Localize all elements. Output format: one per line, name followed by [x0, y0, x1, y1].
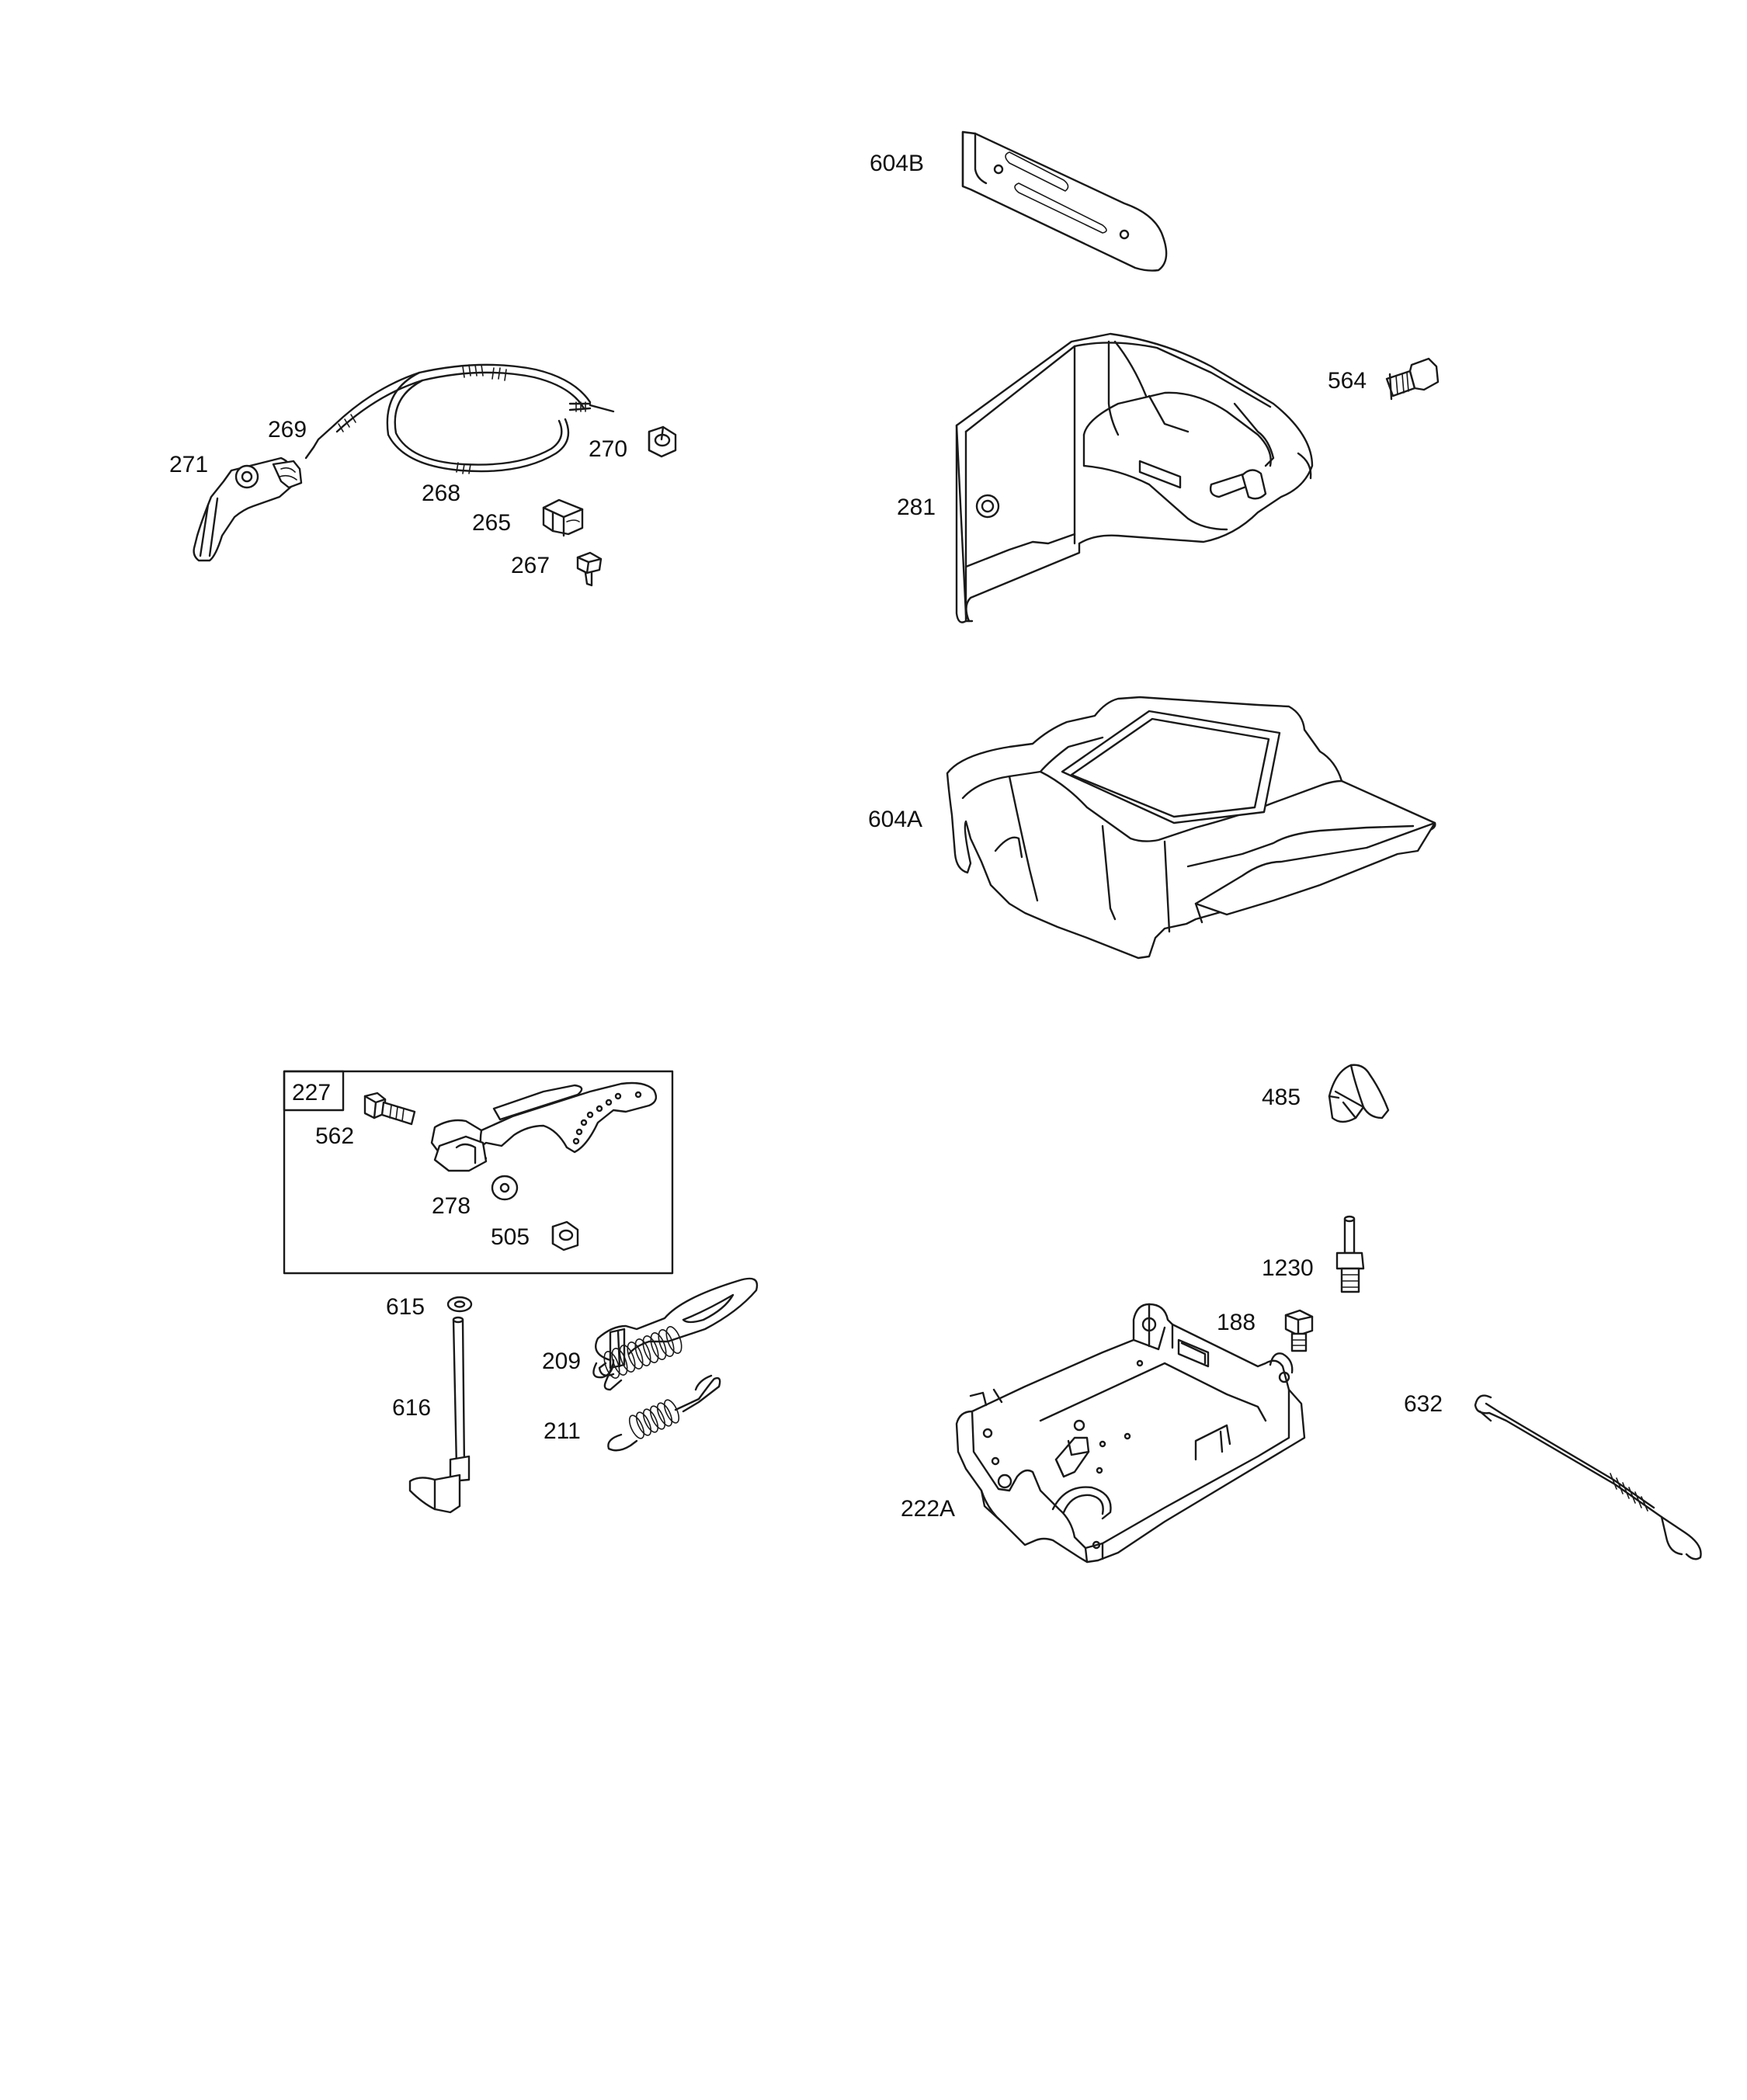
governor-spring-211-icon[interactable] — [607, 1374, 721, 1452]
bolt-icon[interactable] — [363, 1092, 416, 1126]
callout-265: 265 — [472, 510, 511, 536]
control-bracket-icon[interactable] — [955, 1303, 1306, 1564]
callout-268: 268 — [422, 481, 460, 506]
control-cable-icon[interactable] — [304, 363, 615, 474]
callout-271: 271 — [169, 452, 208, 477]
screw-267-icon[interactable] — [576, 551, 603, 587]
callout-227: 227 — [292, 1080, 331, 1106]
spring-coil-209 — [603, 1326, 682, 1379]
callout-505: 505 — [491, 1224, 530, 1250]
callout-211: 211 — [544, 1418, 581, 1444]
side-shield-icon[interactable] — [961, 130, 1168, 272]
hex-nut-505-icon[interactable] — [551, 1220, 579, 1251]
governor-link-icon[interactable] — [1474, 1394, 1702, 1560]
callout-209: 209 — [542, 1349, 581, 1374]
cable-clamp-icon[interactable] — [542, 498, 584, 537]
callout-604B: 604B — [870, 151, 924, 176]
screw-564-icon[interactable] — [1385, 357, 1440, 401]
governor-spring-209-icon[interactable] — [592, 1277, 759, 1391]
retaining-ring-icon[interactable] — [446, 1296, 473, 1313]
callout-562: 562 — [315, 1123, 354, 1149]
washer-icon[interactable] — [491, 1175, 519, 1201]
callout-270: 270 — [589, 436, 627, 462]
hex-nut-270-icon[interactable] — [648, 425, 677, 458]
callout-281: 281 — [897, 495, 936, 520]
callout-278: 278 — [432, 1193, 471, 1219]
governor-control-bracket-icon[interactable] — [430, 1081, 658, 1172]
control-lever-icon[interactable] — [193, 456, 303, 562]
callout-615: 615 — [386, 1294, 425, 1320]
governor-control-kit-box — [283, 1070, 674, 1275]
spring-coil-211 — [628, 1399, 680, 1439]
governor-shaft-icon[interactable] — [408, 1316, 471, 1514]
callout-222A: 222A — [901, 1496, 955, 1522]
callout-616: 616 — [392, 1395, 431, 1421]
callout-564: 564 — [1328, 368, 1367, 394]
callout-632: 632 — [1404, 1391, 1443, 1417]
screw-188-icon[interactable] — [1284, 1309, 1314, 1352]
callout-1230: 1230 — [1262, 1255, 1314, 1281]
stud-icon[interactable] — [1335, 1215, 1365, 1293]
callout-485: 485 — [1262, 1085, 1301, 1110]
blower-housing-panel-icon[interactable] — [955, 332, 1314, 623]
callout-188: 188 — [1217, 1310, 1256, 1335]
callout-269: 269 — [268, 417, 307, 443]
engine-shroud-icon[interactable] — [946, 696, 1436, 960]
callout-267: 267 — [511, 553, 550, 578]
callout-604A: 604A — [868, 807, 922, 832]
link-clip-icon[interactable] — [1328, 1064, 1390, 1123]
